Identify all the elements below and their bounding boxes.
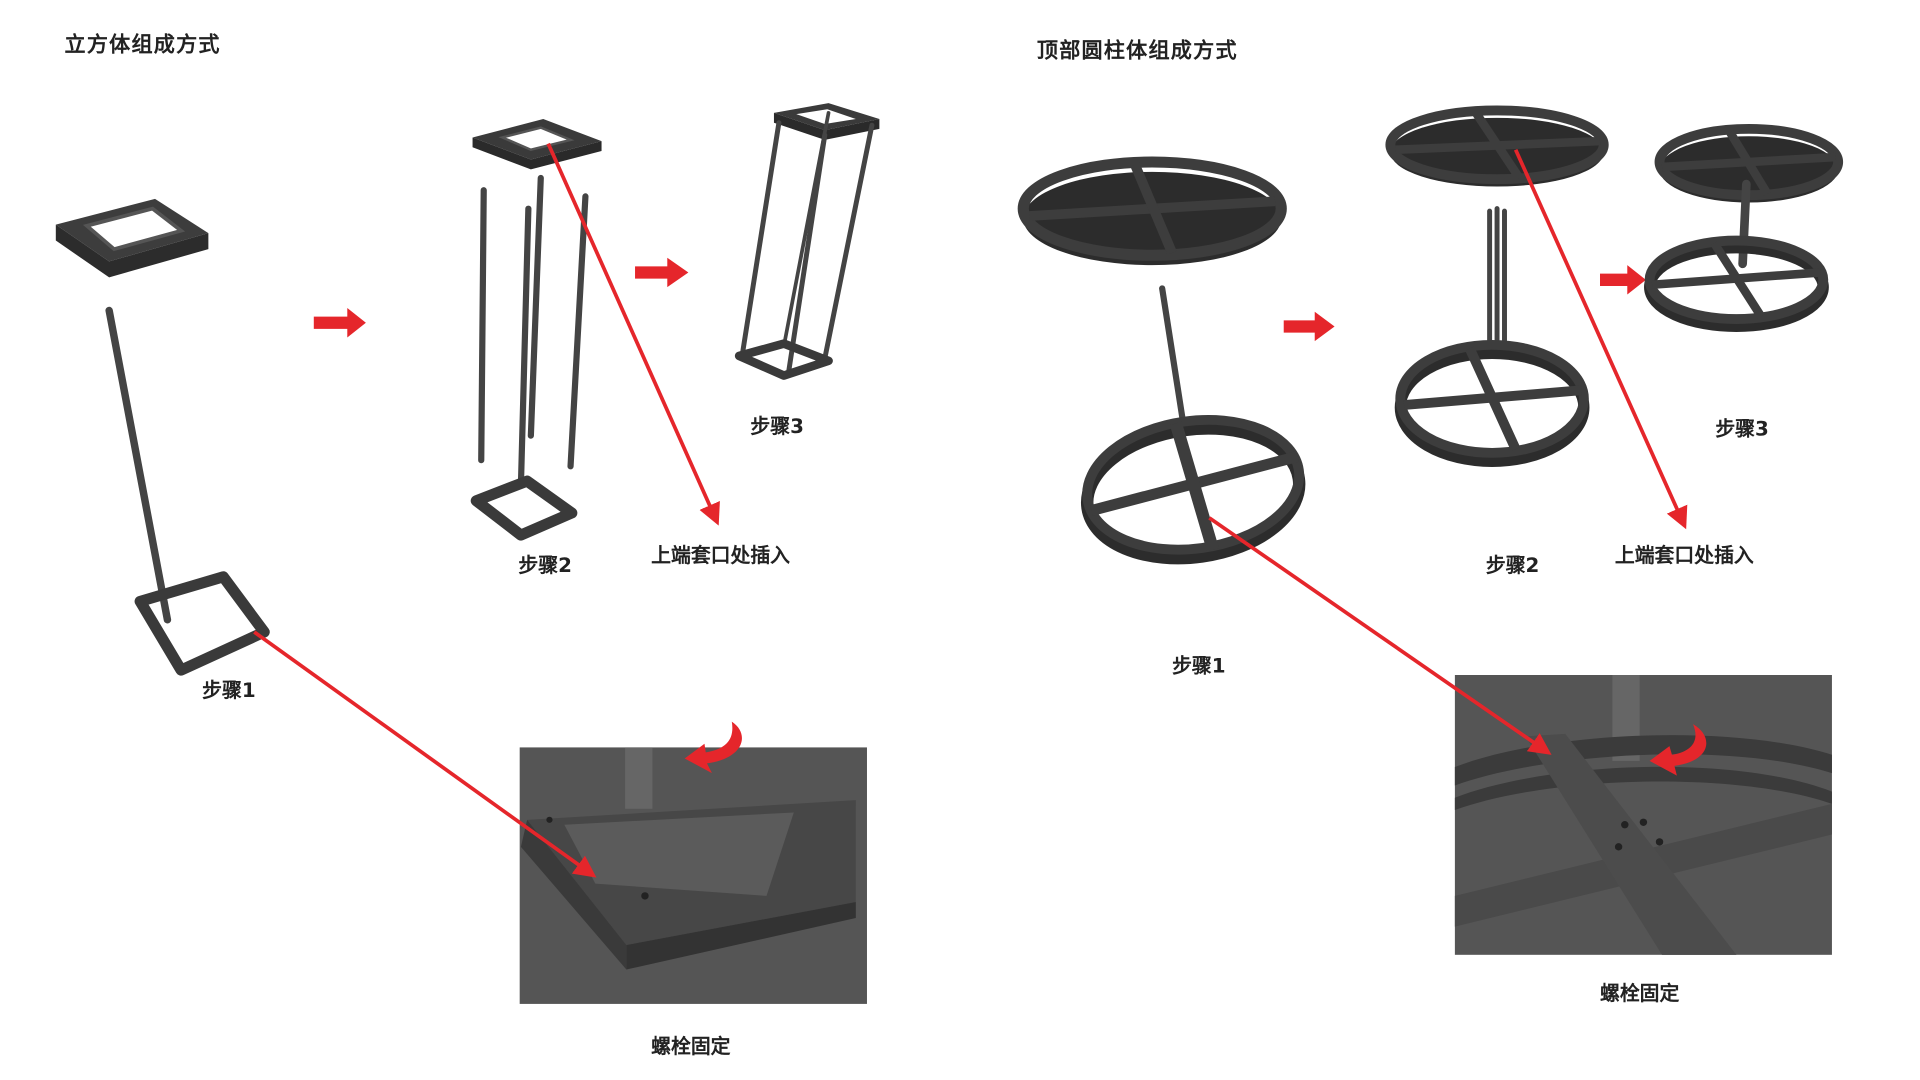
bolt-pointer-arrow (253, 630, 597, 878)
cylinder-step2-label: 步骤2 (1486, 554, 1539, 577)
cylinder-step1-base-disc (1080, 414, 1306, 565)
cube-insert-note: 上端套口处插入 (651, 544, 790, 567)
cylinder-step1-label: 步骤1 (1172, 655, 1225, 678)
cube-step2-rods (478, 174, 589, 488)
insert-pointer-arrow (546, 142, 720, 526)
cube-step2-base-frame (470, 475, 578, 541)
cube-step2-top-frame (472, 119, 602, 170)
bolt-pointer-arrow (1208, 516, 1552, 755)
cube-bolt-detail-image (519, 721, 867, 1004)
cube-step1-label: 步骤1 (202, 679, 255, 702)
rotate-arrow-icon (1649, 724, 1707, 776)
arrow-right-icon (1600, 265, 1646, 295)
cylinder-step3-assembled (1644, 123, 1844, 332)
arrow-right-icon (1283, 311, 1335, 342)
cylinder-step1-top-disc (1017, 156, 1287, 266)
cube-step2-label: 步骤2 (518, 554, 571, 577)
right-section-title: 顶部圆柱体组成方式 (1037, 39, 1238, 63)
cylinder-insert-note: 上端套口处插入 (1615, 544, 1754, 567)
cylinder-bolt-detail-image (1454, 675, 1832, 955)
arrow-right-icon (313, 308, 366, 338)
cube-step3-assembled-frame (734, 103, 880, 380)
insert-pointer-arrow (1513, 148, 1688, 530)
left-section-title: 立方体组成方式 (64, 33, 220, 57)
cylinder-step3-label: 步骤3 (1715, 418, 1768, 441)
cube-bolt-note: 螺栓固定 (651, 1035, 731, 1058)
cube-step1-rod (105, 306, 172, 624)
cylinder-step2-top-disc (1385, 105, 1609, 187)
cylinder-step2-rods (1487, 206, 1507, 344)
cube-step3-label: 步骤3 (750, 415, 803, 438)
cube-step1-top-frame (55, 198, 209, 278)
cylinder-step2-base-disc (1394, 339, 1590, 467)
cylinder-step1-rod (1159, 285, 1187, 427)
cylinder-bolt-note: 螺栓固定 (1600, 982, 1680, 1005)
rotate-arrow-icon (684, 721, 742, 774)
cube-step1-base-frame (134, 571, 270, 676)
arrow-right-icon (635, 257, 689, 288)
